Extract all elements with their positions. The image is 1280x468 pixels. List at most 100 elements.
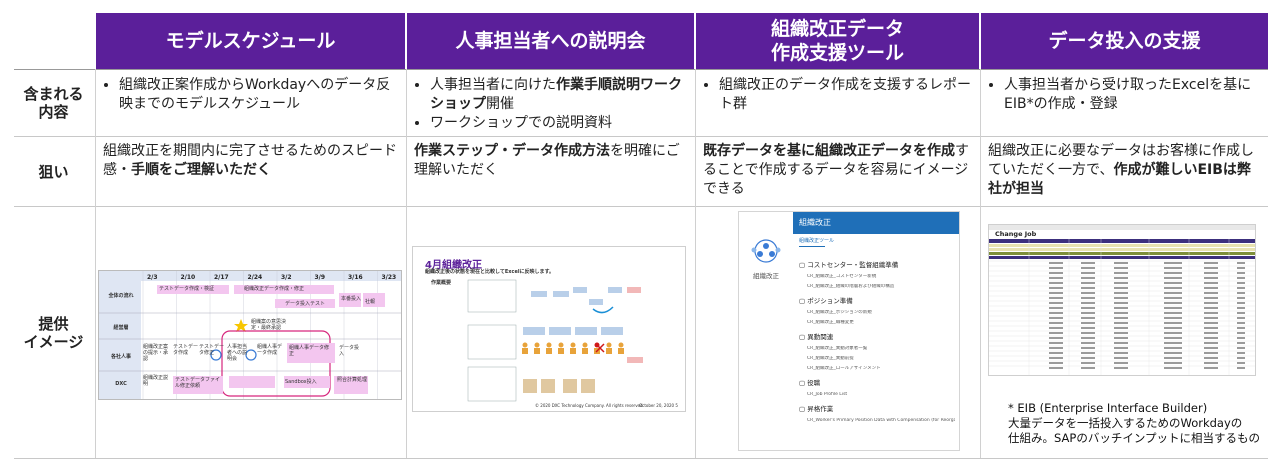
person-icon-body: [534, 348, 540, 354]
eib-header-band: [989, 256, 1255, 259]
eib-cell: [1049, 272, 1063, 274]
content-bullet: 人事担当者に向けた作業手順説明ワークショップ開催: [430, 76, 689, 114]
eib-cell: [1049, 342, 1063, 344]
tool-report-link[interactable]: CR_組織改正_コストセンター新規: [807, 274, 877, 279]
eib-cell: [1049, 287, 1063, 289]
text: 人事担当者に向けた: [430, 77, 556, 93]
content-bullet: 組織改正のデータ作成を支援するレポート群: [719, 76, 973, 114]
eib-cell: [1164, 262, 1182, 264]
eib-cell: [1164, 272, 1182, 274]
eib-cell: [1081, 282, 1095, 284]
eib-cell: [1081, 312, 1095, 314]
eib-cell: [1081, 332, 1095, 334]
text-bold: 作成が難しいEIBは弊社が担当: [988, 162, 1251, 197]
eib-cell: [1049, 277, 1063, 279]
person-icon-body: [570, 348, 576, 354]
eib-cell: [1049, 367, 1063, 369]
eib-cell: [1237, 282, 1245, 284]
schedule-note: テストデータ修正: [199, 344, 225, 356]
eib-cell: [1081, 337, 1095, 339]
sheet-col-header: [989, 225, 1255, 230]
text: 組織改正に必要なデータはお客様に作成していただく一方で、: [988, 143, 1254, 178]
tool-report-link[interactable]: CR_組織改正_異動対象者一覧: [807, 346, 868, 351]
eib-cell: [1237, 312, 1245, 314]
header-label: 人事担当者への説明会: [455, 30, 646, 52]
eib-cell: [1237, 322, 1245, 324]
eib-cell: [1164, 317, 1182, 319]
schedule-note: 組織人事データ修正: [289, 345, 330, 357]
eib-cell: [1204, 277, 1218, 279]
eib-cell: [1114, 312, 1128, 314]
eib-cell: [1114, 302, 1128, 304]
eib-cell: [1114, 317, 1128, 319]
eib-cell: [1164, 357, 1182, 359]
workshop-title: 4月組織改正: [425, 260, 482, 271]
person-icon: [618, 342, 624, 348]
eib-cell: [1114, 342, 1128, 344]
eib-cell: [1049, 332, 1063, 334]
tool-report-link[interactable]: CR_組織改正_ロールアサインメント: [807, 366, 881, 371]
header-label: データ投入の支援: [1048, 30, 1201, 52]
eib-cell: [1081, 307, 1095, 309]
person-icon: [546, 342, 552, 348]
eib-cell: [1164, 297, 1182, 299]
tool-report-link[interactable]: CR_組織改正_異動前提: [807, 356, 854, 361]
schedule-note: Sandbox投入: [285, 379, 317, 385]
eib-cell: [1204, 267, 1218, 269]
footnote-line: 仕組み。SAPのバッチインプットに相当するもの: [1008, 431, 1260, 445]
tool-report-link[interactable]: CR_Job Profile List: [807, 392, 848, 397]
workshop-footer: © 2020 DXC Technology Company. All right…: [535, 403, 644, 408]
eib-cell: [1237, 302, 1245, 304]
eib-cell: [1237, 357, 1245, 359]
eib-cell: [1237, 317, 1245, 319]
eib-cell: [1164, 312, 1182, 314]
schedule-note: 組織人事データ作成: [257, 344, 283, 356]
eib-cell: [1204, 272, 1218, 274]
tool-report-link[interactable]: CR_組織改正_職種変更: [807, 320, 854, 325]
tool-report-link[interactable]: CR_組織改正_ポジションの新規: [807, 310, 872, 315]
eib-cell: [1049, 282, 1063, 284]
divider: [980, 69, 981, 458]
eib-cell: [1049, 312, 1063, 314]
eib-cell: [1237, 342, 1245, 344]
eib-cell: [1164, 367, 1182, 369]
eib-cell: [1114, 282, 1128, 284]
eib-cell: [1114, 292, 1128, 294]
content-cell-1: 組織改正案作成からWorkdayへのデータ反映までのモデルスケジュール: [103, 76, 398, 114]
eib-cell: [1204, 317, 1218, 319]
eib-cell: [1049, 337, 1063, 339]
eib-cell: [1237, 337, 1245, 339]
eib-cell: [1049, 292, 1063, 294]
schedule-note: 照合計算処理: [337, 377, 368, 383]
tool-section: ▢ 異動関連 CR_組織改正_異動対象者一覧 CR_組織改正_異動前提 CR_組織改正…: [799, 333, 955, 372]
tool-report-link[interactable]: CR_Worker's Primary Position Data with C…: [807, 418, 955, 423]
content-cell-3: 組織改正のデータ作成を支援するレポート群: [703, 76, 973, 114]
eib-cell: [1114, 262, 1128, 264]
eib-cell: [1204, 342, 1218, 344]
header-tool: 組織改正データ 作成支援ツール: [696, 13, 979, 69]
tool-section-title: ▢ 異動関連: [799, 333, 834, 341]
person-icon-body: [618, 348, 624, 354]
eib-cell: [1204, 302, 1218, 304]
person-icon: [582, 342, 588, 348]
person-icon: [606, 342, 612, 348]
eib-cell: [1237, 332, 1245, 334]
eib-cell: [1081, 317, 1095, 319]
person-icon-body: [522, 348, 528, 354]
tool-section-title: ▢ 役職: [799, 379, 821, 387]
eib-cell: [1237, 327, 1245, 329]
text: を明確にご理解いただく: [414, 143, 680, 178]
org-change-icon: [751, 239, 781, 263]
aim-cell-3: 既存データを基に組織改正データを作成することで作成するデータを容易にイメージでき…: [703, 142, 973, 199]
schedule-date: 3/16: [348, 274, 363, 281]
tool-report-link[interactable]: CR_組織改正_組織の階層および組織の構造: [807, 284, 895, 289]
eib-cell: [1164, 302, 1182, 304]
eib-cell: [1164, 332, 1182, 334]
eib-spreadsheet-thumbnail: Change Job: [988, 224, 1256, 376]
text-bold: 作業ステップ・データ作成方法: [414, 143, 610, 159]
eib-cell: [1049, 347, 1063, 349]
header-data-load: データ投入の支援: [981, 13, 1268, 69]
